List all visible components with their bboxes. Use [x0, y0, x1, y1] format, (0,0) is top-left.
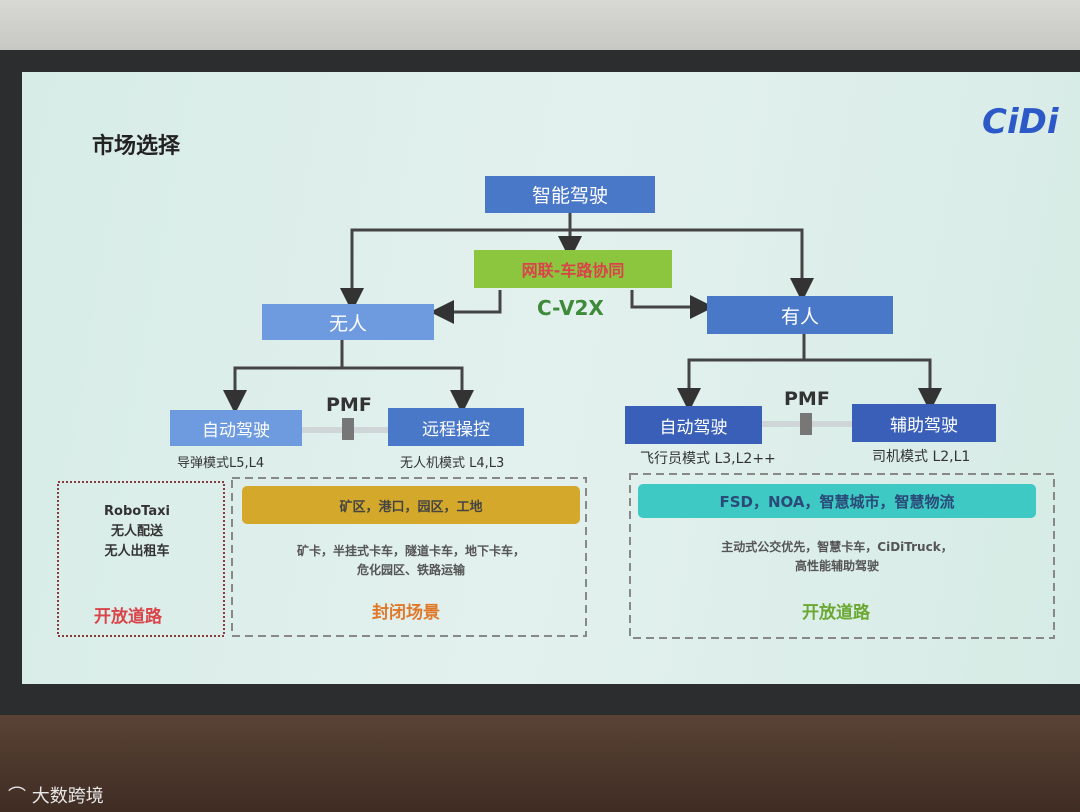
- list-item: 高性能辅助驾驶: [794, 559, 879, 573]
- right-autodrive-node: 自动驾驶: [625, 406, 762, 444]
- cv2x-label: C-V2X: [537, 296, 604, 320]
- cidi-logo: CiDi: [982, 102, 1059, 142]
- list-item: 无人出租车: [104, 544, 170, 559]
- list-item: 无人配送: [110, 524, 163, 539]
- connector-arrows: [57, 213, 1055, 639]
- manned-node: 有人: [707, 296, 893, 334]
- root-node: 智能驾驶: [485, 176, 655, 213]
- open-road-right-list: 主动式公交优先，智慧卡车，CiDiTruck， 高性能辅助驾驶: [638, 538, 1036, 576]
- open-road-right-footer: 开放道路: [802, 603, 870, 623]
- assisted-drive-mode: 司机模式 L2,L1: [872, 449, 971, 465]
- open-road-right-banner: FSD，NOA，智慧城市，智慧物流: [638, 484, 1036, 518]
- open-road-left-footer: 开放道路: [94, 607, 162, 627]
- watermark-text: 大数跨境: [31, 786, 104, 807]
- slide-title: 市场选择: [92, 134, 181, 159]
- open-road-left-list: RoboTaxi 无人配送 无人出租车: [82, 502, 192, 562]
- closed-scene-list: 矿卡，半挂式卡车，隧道卡车，地下卡车， 危化园区、铁路运输: [242, 542, 580, 580]
- unmanned-node: 无人: [262, 304, 434, 340]
- left-autodrive-mode: 导弹模式L5,L4: [177, 456, 265, 471]
- closed-scene-footer: 封闭场景: [372, 603, 440, 623]
- remote-control-mode: 无人机模式 L4,L3: [400, 456, 505, 471]
- watermark-logo-icon: ⌒: [8, 786, 32, 807]
- list-item: 矿卡，半挂式卡车，隧道卡车，地下卡车，: [296, 544, 525, 558]
- assisted-drive-node: 辅助驾驶: [852, 404, 996, 442]
- remote-control-node: 远程操控: [388, 408, 524, 446]
- pmf-left: PMF: [326, 394, 372, 416]
- left-autodrive-node: 自动驾驶: [170, 410, 302, 446]
- slide: 市场选择 CiDi 智能驾驶 网联-车路协同 C-V2X 无人 有人 PMF P…: [22, 72, 1080, 684]
- closed-scene-banner: 矿区，港口，园区，工地: [242, 486, 580, 524]
- middle-node: 网联-车路协同: [474, 250, 672, 288]
- floor: [0, 715, 1080, 812]
- watermark: ⌒ 大数跨境: [8, 782, 104, 808]
- pmf-right: PMF: [784, 388, 830, 410]
- right-autodrive-mode: 飞行员模式 L3,L2++: [640, 451, 776, 467]
- list-item: 危化园区、铁路运输: [356, 563, 465, 577]
- list-item: RoboTaxi: [104, 504, 170, 519]
- list-item: 主动式公交优先，智慧卡车，CiDiTruck，: [721, 540, 953, 554]
